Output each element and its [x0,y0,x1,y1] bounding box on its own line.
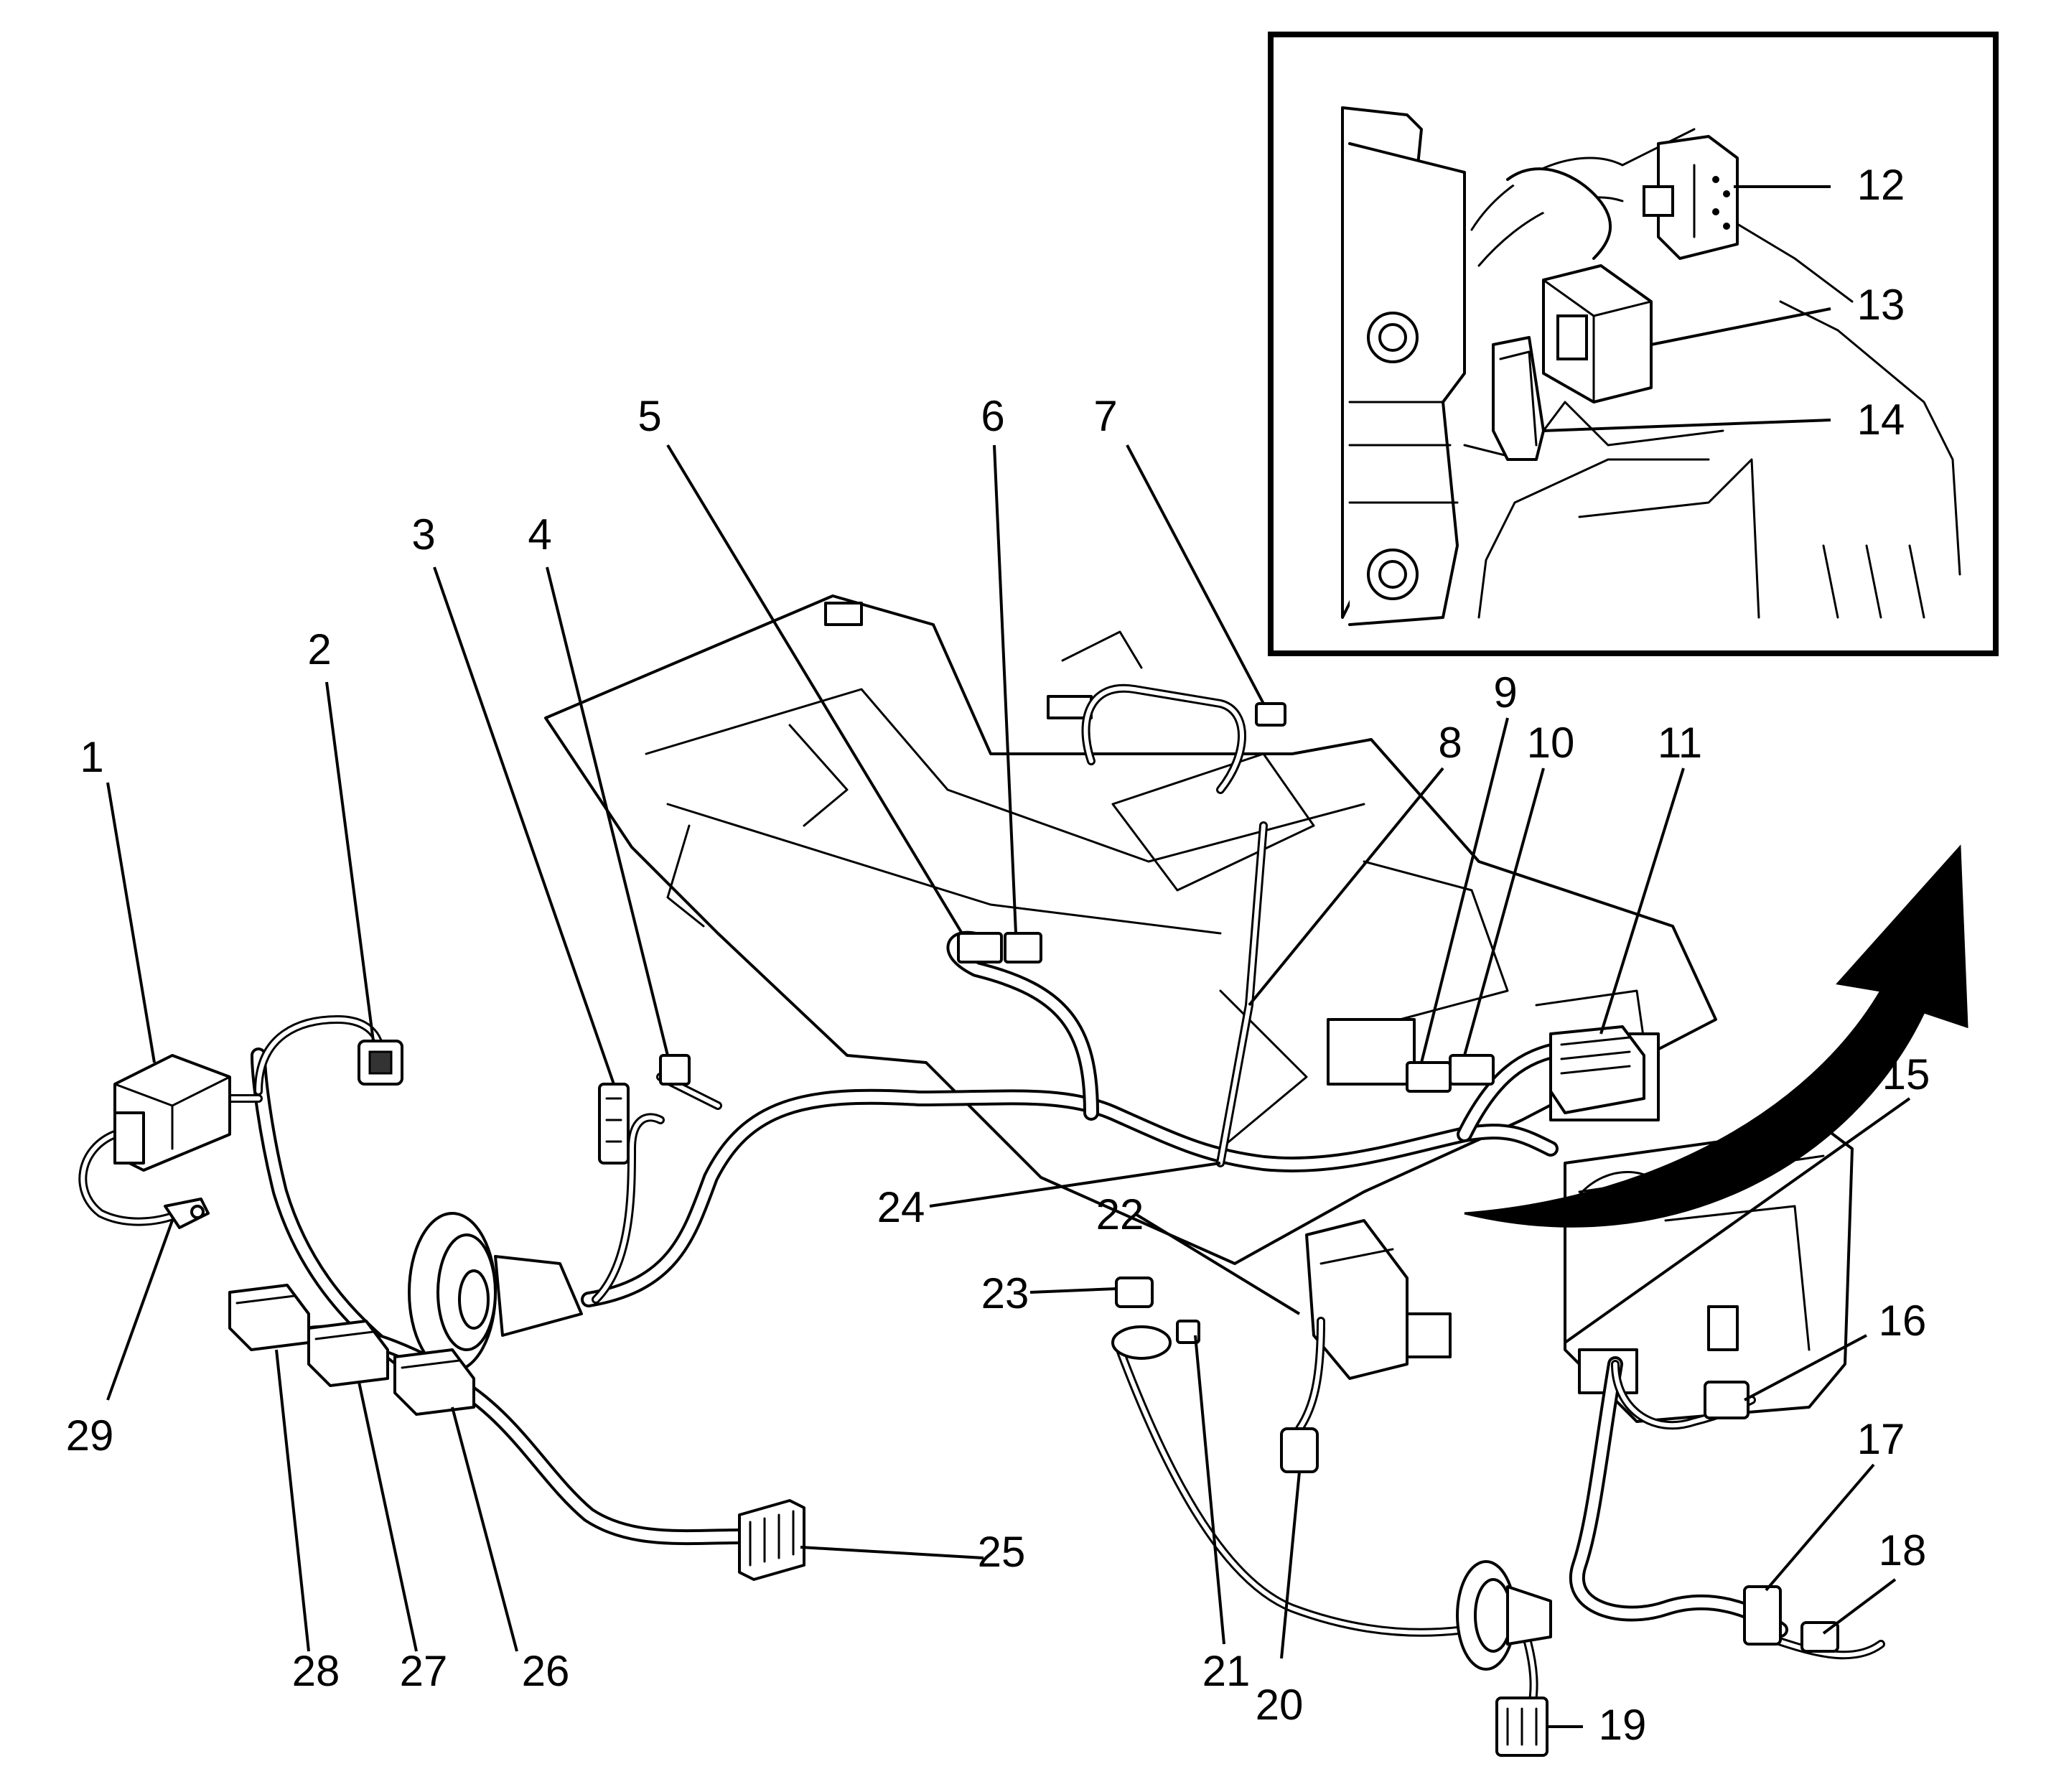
connector-part-10 [1449,1054,1495,1086]
connector-part-28 [228,1284,310,1351]
callout-29: 29 [66,1411,114,1460]
callout-11: 11 [1658,719,1702,767]
connector-part-11 [1549,1025,1645,1114]
module-part-1 [113,1054,231,1172]
callout-19: 19 [1599,1701,1647,1749]
callout-12: 12 [1857,161,1905,209]
callout-21: 21 [1202,1647,1251,1695]
main-harness [581,683,1573,1307]
callout-5: 5 [637,392,661,440]
callout-27: 27 [400,1647,448,1695]
connector-part-19 [1495,1697,1548,1757]
callout-25: 25 [978,1528,1026,1576]
connector-part-23 [1115,1277,1154,1308]
callout-2: 2 [307,625,331,673]
connector-part-26 [393,1348,475,1416]
leader-lines [106,185,1911,1728]
callout-labels: 1 2 3 4 5 6 7 8 9 10 11 12 13 14 15 16 1… [66,161,1930,1749]
callout-18: 18 [1879,1526,1927,1574]
grommet-left [408,1212,583,1373]
callout-24: 24 [877,1183,925,1231]
callout-14: 14 [1857,396,1905,444]
callout-8: 8 [1438,719,1462,767]
connector-part-5 [957,932,1003,963]
callout-10: 10 [1527,719,1575,767]
callout-4: 4 [528,510,551,559]
connector-part-17 [1743,1585,1782,1646]
callout-7: 7 [1093,392,1117,440]
callout-28: 28 [292,1647,340,1695]
connector-part-3 [598,1083,630,1165]
callout-1: 1 [80,733,103,781]
callout-17: 17 [1857,1415,1905,1463]
callout-22: 22 [1096,1190,1144,1238]
callout-13: 13 [1857,281,1905,329]
connector-part-21 [1111,1320,1200,1360]
connector-part-16 [1704,1381,1750,1419]
connector-part-4 [659,1054,691,1086]
callout-26: 26 [522,1647,570,1695]
connector-part-2 [358,1040,403,1086]
connector-part-6 [1004,932,1042,963]
callout-20: 20 [1256,1681,1304,1729]
connector-part-9 [1406,1061,1452,1093]
callout-3: 3 [411,510,435,559]
ground-terminal-part-29 [164,1198,210,1229]
connector-part-25 [738,1499,805,1581]
grommet-right [1456,1560,1552,1671]
callout-16: 16 [1879,1297,1927,1345]
inset-detail [1268,32,1999,656]
callout-9: 9 [1493,668,1517,717]
callout-6: 6 [981,392,1004,440]
connector-part-20 [1280,1427,1319,1473]
connector-part-7 [1255,702,1286,727]
direction-arrow-icon [1464,844,1968,1228]
connector-part-27 [307,1320,389,1387]
callout-23: 23 [981,1269,1029,1317]
callout-15: 15 [1882,1050,1930,1098]
